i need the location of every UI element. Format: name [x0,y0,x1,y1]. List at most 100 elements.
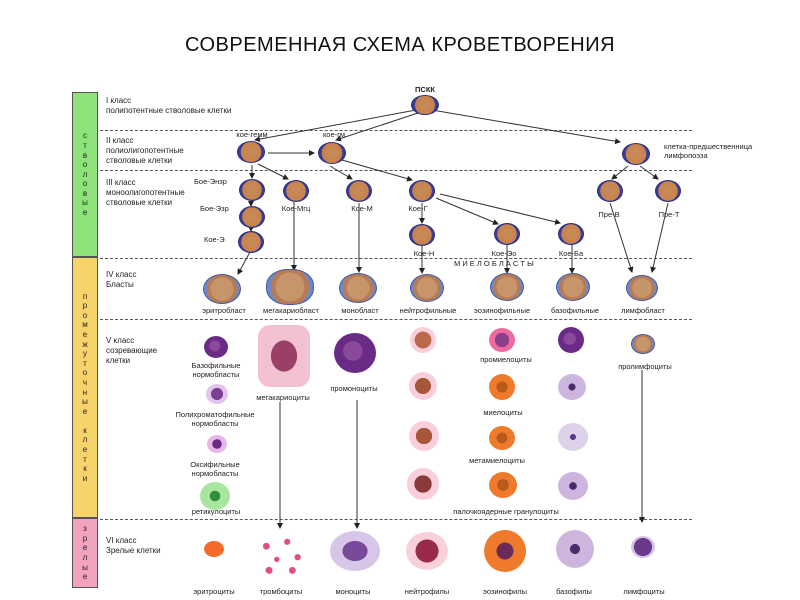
neutrophil-blast-cell [410,274,444,302]
band-letter: л [82,169,88,179]
monoblast-label: монобласт [341,306,379,315]
band-letter: е [82,445,88,455]
koe-e-cell [238,231,264,253]
monocity-label: моноциты [335,587,371,596]
koe-gm-label: кое-гм [322,130,346,139]
koe-ba-cell [558,223,584,245]
band-letter: т [83,140,87,150]
band-letter: ы [82,397,88,407]
eo-myelocyte-cell [489,374,515,400]
band-letter: м [82,320,88,330]
retikulocity-label: ретикулоциты [191,507,241,516]
koe-m-label: Кое-М [351,204,373,213]
band-letter: р [82,533,88,543]
separator [100,519,692,520]
neutro-promyelocyte-cell [410,327,436,353]
koe-mgc-label: Кое-Мгц [281,204,311,213]
boe-ezr-label: Бое-Эзр [200,204,229,213]
boe-enzr-cell [239,179,265,201]
neutrophil-cell [406,532,448,570]
limfocity-label: лимфоциты [623,587,665,596]
koe-m-cell [346,180,372,202]
bazofily-label: базофилы [556,587,592,596]
band-letter: л [82,435,88,445]
koe-n-label: Кое-Н [413,249,435,258]
band-letter: к [83,425,87,435]
basophil-cell [556,530,594,568]
boe-ezr-cell [239,206,265,228]
eo-band-cell [489,472,517,498]
eosinophil-cell [484,530,526,572]
lymph-precursor-cell [622,143,650,165]
pskk-label: ПСКК [415,85,435,94]
band-letter: и [82,473,88,483]
band-letter: о [82,310,88,320]
koe-gemm-label: кое-гемм [236,130,268,139]
band-letter: ж [82,339,88,349]
band-letter: з [83,524,87,534]
promonocity-label: промоноциты [330,384,378,393]
promielocity-label: промиелоциты [480,355,532,364]
baso-band-cell [558,472,588,500]
separator [100,258,692,259]
basophil-blast-cell [556,273,590,301]
eozinofilnye-label: эозинофильные [473,306,531,315]
promonocyte-cell [334,333,376,373]
band-letter: л [82,553,88,562]
megakaryocyte-cell [258,325,310,387]
eozinofily-label: эозинофилы [482,587,528,596]
koe-ba-label: Кое-Ба [558,249,584,258]
koe-gemm-cell [237,141,265,163]
band-letter: в [82,188,88,198]
band-letter: н [82,387,88,397]
koe-g-label: Кое-Г [408,204,428,213]
baso-metamyelocyte-cell [558,423,588,451]
erythrocyte-cell [204,541,224,557]
band-letter: т [83,454,87,464]
monocyte-cell [330,531,380,571]
band-letter: р [82,301,88,311]
pskk-cell [411,95,439,115]
koe-mgc-cell [283,180,309,202]
separator [100,170,692,171]
bazo-normoblast-cell [204,336,228,358]
neitrofilnye-label: нейтрофильные [399,306,457,315]
prolimfocity-label: пролимфоциты [618,362,672,371]
trombocity-label: тромбоциты [259,587,303,596]
koe-g-cell [409,180,435,202]
band-letter: у [83,349,87,359]
koe-eo-label: Кое-Эо [491,249,517,258]
limfoblast-label: лимфобласт [621,306,665,315]
band-letter: в [82,150,88,160]
retikulocyte-cell [200,482,230,510]
koe-gm-cell [318,142,346,164]
baso-promyelocyte-cell [558,327,584,353]
megakarioblast-cell [266,269,314,305]
lymphocyte-cell [631,536,655,558]
koe-eo-cell [494,223,520,245]
pre-t-label: Пре-Т [658,210,680,219]
boe-enzr-label: Бое-Энзр [194,177,227,186]
baso-myelocyte-cell [558,374,586,400]
eosinophil-blast-cell [490,273,524,301]
band-letter: ч [82,377,88,387]
metamielocity-label: метамиелоциты [469,456,525,465]
band-letter: о [82,368,88,378]
eritroblast-label: эритробласт [202,306,246,315]
band-letter: е [82,208,88,218]
monoblast-cell [339,273,377,303]
prolymphocyte-cell [631,334,655,354]
pre-t-cell [655,180,681,202]
eo-metamyelocyte-cell [489,426,515,450]
